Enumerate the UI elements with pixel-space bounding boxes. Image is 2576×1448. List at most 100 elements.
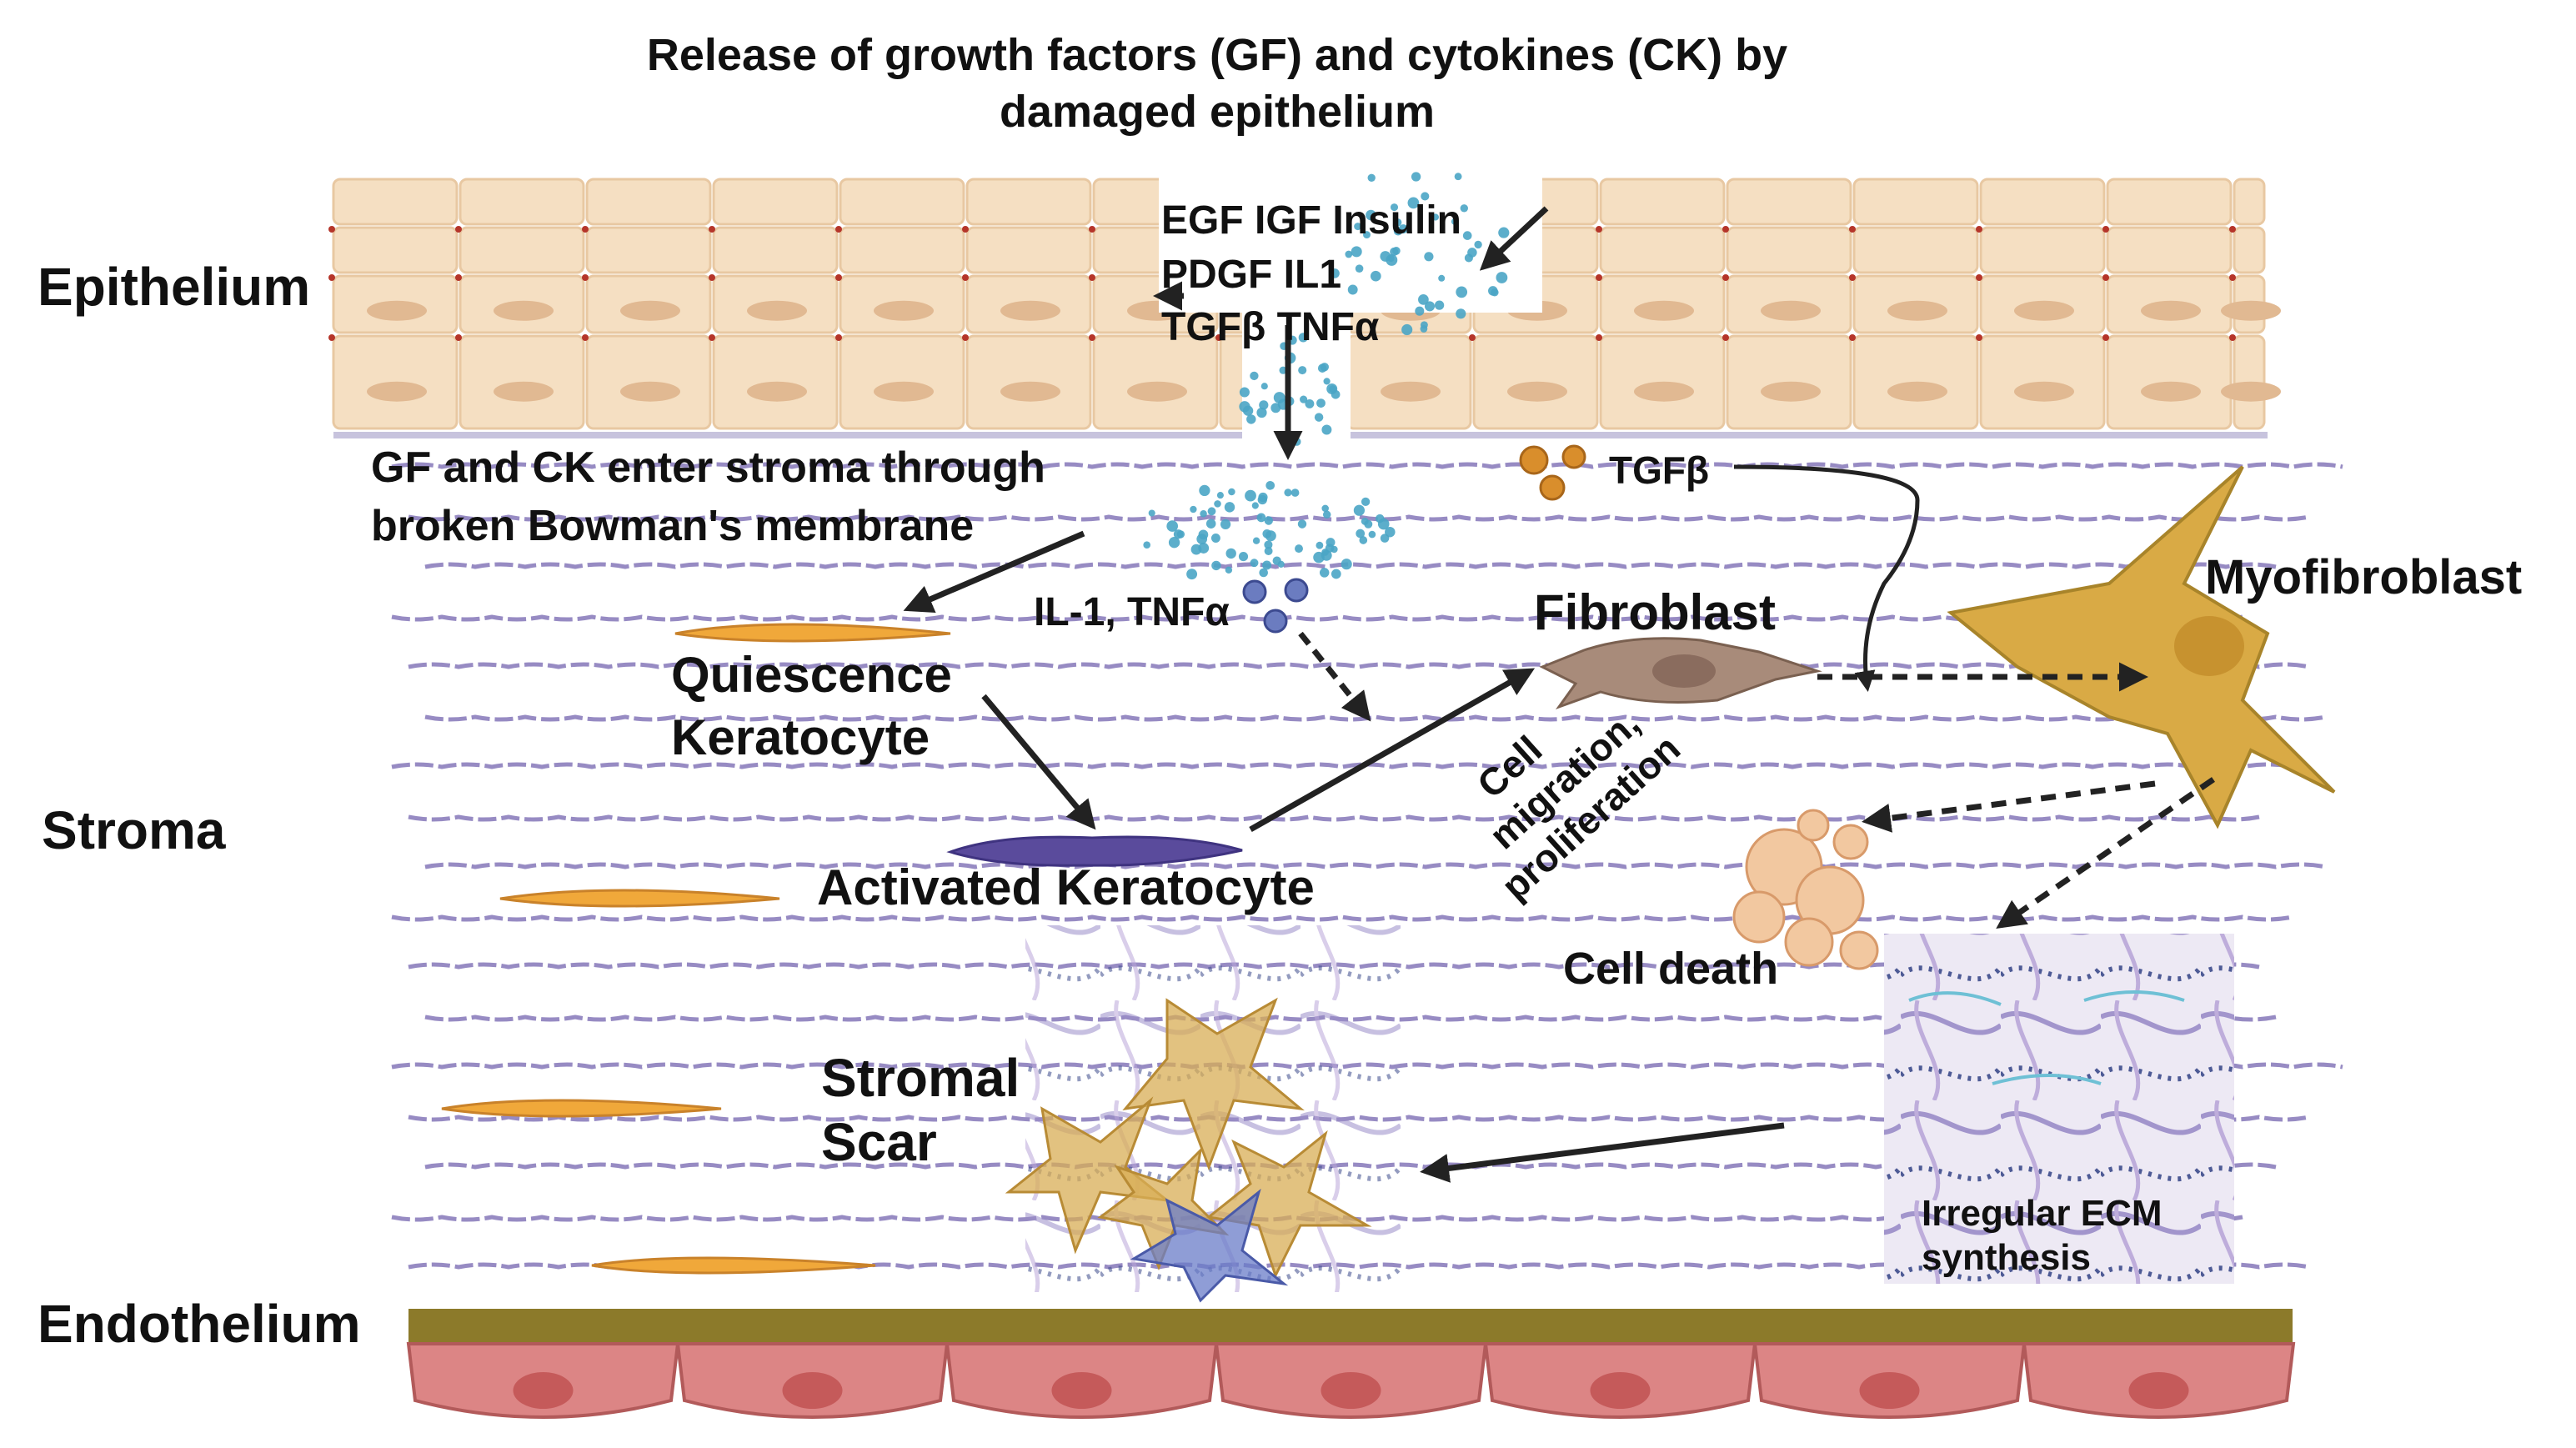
desmosome bbox=[709, 334, 715, 341]
collagen-fiber bbox=[391, 462, 2343, 469]
growth-factor-particle bbox=[1168, 537, 1180, 549]
growth-factor-particle bbox=[1361, 497, 1371, 507]
growth-factor-particle bbox=[1166, 520, 1179, 532]
myofibroblast-cell bbox=[1947, 465, 2336, 829]
epithelial-cell bbox=[1726, 226, 1852, 274]
collagen-fiber bbox=[391, 762, 2293, 769]
epithelial-nucleus bbox=[1761, 381, 1821, 402]
desmosome bbox=[582, 274, 589, 281]
growth-factor-particle bbox=[1394, 218, 1402, 227]
epithelial-nucleus bbox=[620, 300, 680, 321]
endothelial-nucleus bbox=[1859, 1372, 1920, 1409]
dying-cell bbox=[1732, 809, 1879, 970]
arrow-tgfb-curve bbox=[1733, 464, 1920, 692]
growth-factor-particle bbox=[1330, 268, 1340, 278]
stromal-scar-label-2: Scar bbox=[821, 1112, 937, 1172]
activated-keratocyte-cell bbox=[946, 835, 1243, 867]
epithelial-nucleus bbox=[367, 300, 427, 321]
growth-factor-particle bbox=[1347, 284, 1358, 295]
desmosome bbox=[455, 274, 462, 281]
growth-factor-particle bbox=[1329, 385, 1337, 393]
growth-factor-particle bbox=[1368, 530, 1376, 539]
desmosome bbox=[2102, 274, 2109, 281]
epithelial-nucleus bbox=[2014, 300, 2074, 321]
cell-death-label: Cell death bbox=[1563, 944, 1778, 994]
epithelial-cell bbox=[332, 178, 459, 226]
growth-factor-particle bbox=[1496, 272, 1508, 283]
arrows bbox=[903, 206, 2215, 1183]
growth-factor-particle bbox=[1256, 513, 1266, 523]
growth-factor-particle bbox=[1407, 197, 1420, 209]
desmosome bbox=[582, 226, 589, 233]
growth-factor-particle bbox=[1250, 559, 1259, 568]
growth-factor-particle bbox=[1239, 387, 1250, 398]
irregular-ecm bbox=[1884, 934, 2234, 1284]
desmosome bbox=[1089, 226, 1095, 233]
scar-myofibroblast bbox=[1122, 997, 1305, 1171]
cytokine-particle bbox=[1242, 579, 1267, 604]
growth-factor-particle bbox=[1200, 510, 1207, 518]
layer-label-stroma: Stroma bbox=[42, 800, 226, 860]
epithelial-nucleus bbox=[747, 381, 807, 402]
epithelial-nucleus bbox=[1507, 381, 1567, 402]
activated-keratocyte-label: Activated Keratocyte bbox=[817, 859, 1315, 915]
epithelial-nucleus bbox=[1381, 381, 1441, 402]
growth-factor-particle bbox=[1264, 516, 1273, 525]
endothelial-nucleus bbox=[513, 1372, 574, 1409]
growth-factor-particle bbox=[1225, 566, 1233, 574]
il1-tnfa-label: IL-1, TNFα bbox=[1034, 590, 1230, 634]
growth-factor-particle bbox=[1467, 248, 1477, 258]
epithelial-cell bbox=[2233, 178, 2266, 226]
tgfb-particles bbox=[1519, 444, 1586, 501]
arrow-to-scar bbox=[1420, 1122, 1785, 1183]
growth-factor-particle bbox=[1451, 218, 1459, 225]
growth-factor-particle bbox=[1421, 192, 1430, 201]
growth-factor-particle bbox=[1260, 383, 1268, 390]
epithelial-cell bbox=[1852, 226, 1979, 274]
epithelial-nucleus bbox=[1000, 381, 1060, 402]
desmosome bbox=[1469, 334, 1476, 341]
tgfb-label: TGFβ bbox=[1609, 448, 1709, 492]
growth-factor-particle bbox=[1205, 519, 1216, 529]
desmosome bbox=[1976, 334, 1982, 341]
growth-factor-particle bbox=[1196, 534, 1208, 544]
growth-factor-particle bbox=[1262, 529, 1272, 539]
factors-row-2: PDGF IL1 bbox=[1161, 253, 1341, 297]
growth-factor-particles bbox=[1143, 172, 1510, 580]
growth-factor-particle bbox=[1366, 209, 1376, 221]
growth-factor-particle bbox=[1190, 544, 1202, 555]
growth-factor-particle bbox=[1390, 203, 1399, 212]
growth-factor-particle bbox=[1498, 227, 1510, 238]
growth-factor-particle bbox=[1199, 484, 1210, 497]
growth-factor-particle bbox=[1245, 489, 1256, 502]
growth-factor-particle bbox=[1321, 549, 1329, 556]
arrow-to-insulin bbox=[1479, 206, 1549, 271]
growth-factor-particle bbox=[1456, 308, 1466, 319]
growth-factor-particle bbox=[1323, 378, 1331, 385]
collagen-fiber bbox=[408, 814, 2260, 822]
growth-factor-particle bbox=[1331, 569, 1341, 579]
epithelial-cell bbox=[1599, 178, 1726, 226]
growth-factor-particle bbox=[1316, 398, 1326, 408]
ecm-fiber bbox=[2083, 990, 2185, 1002]
growth-factor-particle bbox=[1220, 519, 1231, 530]
factors-row-1: EGF IGF Insulin bbox=[1161, 198, 1461, 243]
collagen-fiber bbox=[408, 514, 2310, 522]
growth-factor-particle bbox=[1454, 173, 1462, 181]
desmosome bbox=[328, 334, 335, 341]
fibroblast-label: Fibroblast bbox=[1534, 584, 1776, 640]
desmosome bbox=[962, 274, 969, 281]
endothelial-cells bbox=[406, 1342, 2296, 1419]
growth-factor-particle bbox=[1431, 213, 1440, 221]
desmosome bbox=[1089, 334, 1095, 341]
growth-factor-particle bbox=[1284, 489, 1292, 497]
growth-factor-particle bbox=[1322, 510, 1331, 519]
myofibroblast-body bbox=[1947, 465, 2336, 829]
collagen-fiber bbox=[424, 714, 2327, 722]
epithelial-nucleus bbox=[874, 300, 934, 321]
growth-factor-particle bbox=[1228, 488, 1235, 496]
desmosome bbox=[1849, 334, 1856, 341]
growth-factor-particle bbox=[1259, 400, 1269, 410]
growth-factor-particle bbox=[1353, 504, 1366, 516]
desmosome bbox=[2229, 226, 2236, 233]
